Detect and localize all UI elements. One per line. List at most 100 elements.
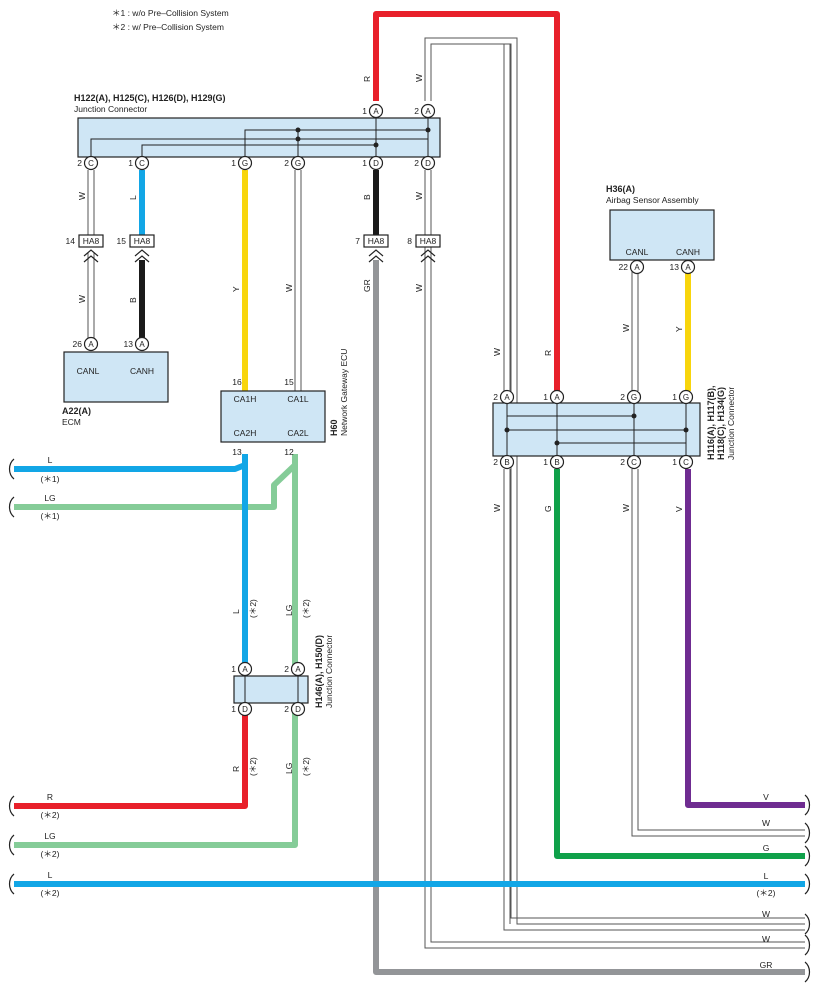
ecm-box xyxy=(63,351,169,403)
note-1: ＊1 : w/o Pre–Collision System xyxy=(112,8,229,18)
right-junction-connector xyxy=(492,402,701,457)
mid-jc-code: H146(A), H150(D) xyxy=(314,635,324,708)
ha8-num-7: 7 xyxy=(355,236,360,246)
right-wire-labels: V W G L (＊2) W W GR xyxy=(757,792,776,970)
svg-text:A: A xyxy=(425,107,431,116)
ecm-canh: CANH xyxy=(130,366,154,376)
pin-right_jc_top-2: G2 xyxy=(620,389,642,405)
pin-ecm-canl: A26 xyxy=(73,336,99,352)
svg-text:A: A xyxy=(242,665,248,674)
wire-green xyxy=(554,469,805,859)
svg-text:G: G xyxy=(763,843,770,853)
ha8-num-14: 14 xyxy=(66,236,76,246)
svg-text:C: C xyxy=(139,159,145,168)
lbl-w-5: W xyxy=(284,284,294,292)
airbag-canh: CANH xyxy=(676,247,700,257)
svg-text:13: 13 xyxy=(124,339,134,349)
svg-text:W: W xyxy=(762,909,770,919)
lbl-l-1: L xyxy=(128,195,138,200)
svg-text:A: A xyxy=(139,340,145,349)
gw-pin13: 13 xyxy=(232,447,242,457)
airbag-name: Airbag Sensor Assembly xyxy=(606,195,699,205)
ha8-14 xyxy=(78,234,104,263)
wire-lg-left-2 xyxy=(14,712,298,848)
svg-text:1: 1 xyxy=(231,664,236,674)
lbl-n2-d: (＊2) xyxy=(301,757,311,776)
pin-mid_jc_top-1: A2 xyxy=(284,661,306,677)
right-jc-line1: H116(A), H117(B), xyxy=(706,385,716,460)
svg-text:1: 1 xyxy=(231,158,236,168)
top-jc-name: Junction Connector xyxy=(74,104,147,114)
mid-junction-connector xyxy=(233,675,309,704)
svg-text:D: D xyxy=(373,159,379,168)
svg-text:B: B xyxy=(504,458,509,467)
ecm-canl: CANL xyxy=(77,366,100,376)
ecm-name: ECM xyxy=(62,417,81,427)
svg-text:R: R xyxy=(47,792,53,802)
svg-text:A: A xyxy=(373,107,379,116)
svg-text:L: L xyxy=(48,455,53,465)
pin-right_jc_top-0: A2 xyxy=(493,389,515,405)
gw-ca1h: CA1H xyxy=(234,394,257,404)
lbl-w-4: W xyxy=(77,295,87,303)
right-jc-line2: H118(C), H134(G) xyxy=(716,387,726,460)
pin-airbag-canl: A22 xyxy=(619,259,645,275)
ha8-8 xyxy=(415,234,441,263)
airbag-canl: CANL xyxy=(626,247,649,257)
lbl-b-1: B xyxy=(362,194,372,200)
svg-text:(＊1): (＊1) xyxy=(41,474,60,484)
pin-top_jc_bottom-1: C1 xyxy=(128,155,150,171)
svg-text:(＊2): (＊2) xyxy=(41,810,60,820)
svg-text:GR: GR xyxy=(760,960,773,970)
pin-top_jc_top-0: A1 xyxy=(362,103,384,119)
lbl-v-1: V xyxy=(674,506,684,512)
svg-text:D: D xyxy=(242,705,248,714)
svg-text:W: W xyxy=(762,818,770,828)
mid-jc-name: Junction Connector xyxy=(324,635,334,708)
pin-right_jc_bottom-0: B2 xyxy=(493,454,515,470)
right-jc-name: Junction Connector xyxy=(726,387,736,460)
notes: ＊1 : w/o Pre–Collision System ＊2 : w/ Pr… xyxy=(112,8,229,32)
lbl-gr-1: GR xyxy=(362,279,372,292)
lbl-r-1: R xyxy=(362,76,372,82)
pin-top_jc_bottom-5: D2 xyxy=(414,155,436,171)
wire-blue-left-1 xyxy=(14,454,248,472)
lbl-w-10: W xyxy=(621,504,631,512)
top-junction-connector xyxy=(77,117,441,158)
note-2: ＊2 : w/ Pre–Collision System xyxy=(112,22,224,32)
left-wire-labels: L (＊1) LG (＊1) R (＊2) LG (＊2) L (＊2) xyxy=(41,455,60,898)
svg-text:1: 1 xyxy=(672,457,677,467)
gw-pin15: 15 xyxy=(284,377,294,387)
svg-text:C: C xyxy=(683,458,689,467)
pin-right_jc_bottom-1: B1 xyxy=(543,454,565,470)
pin-right_jc_top-3: G1 xyxy=(672,389,694,405)
svg-text:A: A xyxy=(634,263,640,272)
wire-ends xyxy=(8,458,811,983)
lbl-w-3: W xyxy=(414,192,424,200)
ha8-label-7: HA8 xyxy=(368,236,385,246)
svg-text:(＊2): (＊2) xyxy=(41,849,60,859)
ecm-code: A22(A) xyxy=(62,406,91,416)
pin-right_jc_bottom-2: C2 xyxy=(620,454,642,470)
ha8-15 xyxy=(129,234,155,263)
svg-text:(＊2): (＊2) xyxy=(757,888,776,898)
svg-text:2: 2 xyxy=(620,392,625,402)
colored-wires xyxy=(14,11,805,975)
pin-top_jc_bottom-3: G2 xyxy=(284,155,306,171)
svg-text:D: D xyxy=(295,705,301,714)
gw-code: H60 xyxy=(329,419,339,436)
svg-text:2: 2 xyxy=(77,158,82,168)
svg-text:1: 1 xyxy=(231,704,236,714)
svg-text:2: 2 xyxy=(284,664,289,674)
lbl-w-7: W xyxy=(492,348,502,356)
lbl-b-2: B xyxy=(128,297,138,303)
lbl-w-9: W xyxy=(492,504,502,512)
wire-red-top xyxy=(373,11,560,391)
pin-top_jc_top-1: A2 xyxy=(414,103,436,119)
svg-text:2: 2 xyxy=(620,457,625,467)
svg-text:13: 13 xyxy=(670,262,680,272)
ha8-label-15: HA8 xyxy=(134,236,151,246)
svg-text:W: W xyxy=(762,934,770,944)
svg-text:G: G xyxy=(631,393,637,402)
